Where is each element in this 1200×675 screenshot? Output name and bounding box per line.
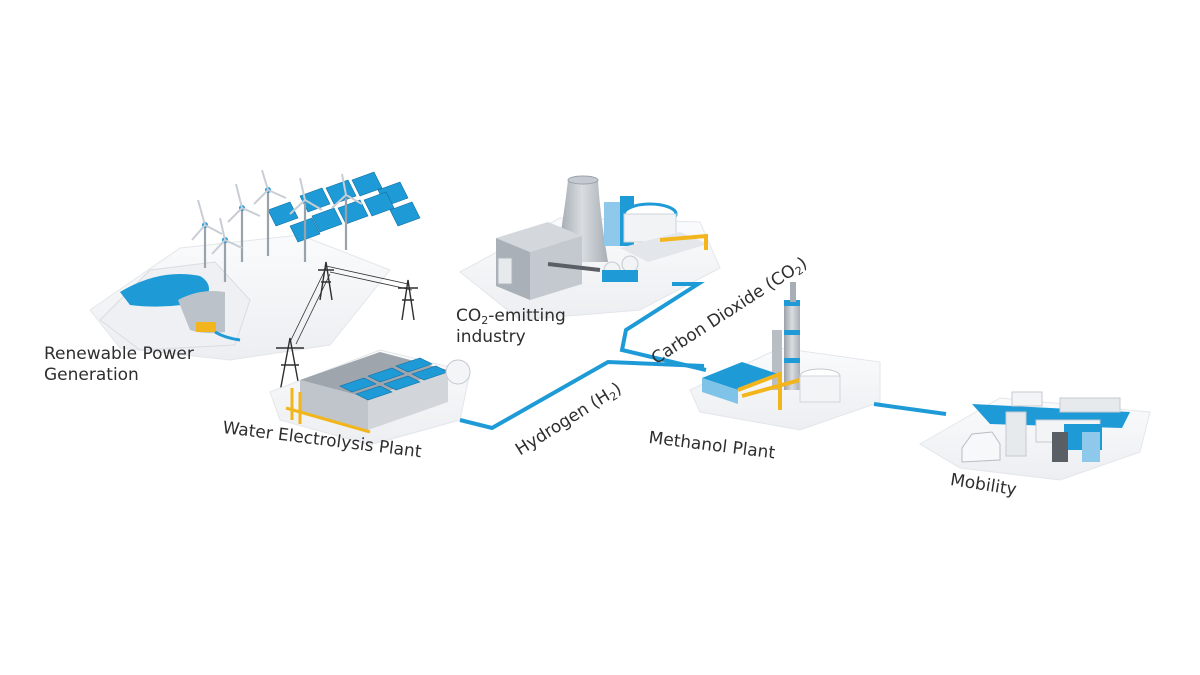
co2-industry-label: CO2-emitting industry xyxy=(456,306,566,347)
methanol-platform xyxy=(689,282,881,431)
methanol-plant-icon xyxy=(702,282,841,410)
factory-icon xyxy=(496,196,708,300)
dam-icon xyxy=(99,261,251,351)
co2-industry-line2: industry xyxy=(456,327,526,347)
hydrogen-pipe xyxy=(459,359,705,431)
truck-icon xyxy=(1035,419,1102,462)
renewable-power-line2: Generation xyxy=(44,365,139,385)
co2-industry-platform xyxy=(459,175,721,321)
renewable-power-line1: Renewable Power xyxy=(44,344,194,364)
power-pylon-icon xyxy=(276,261,418,393)
car-icon xyxy=(961,411,1027,463)
methanol-to-mobility-pipe xyxy=(873,402,947,416)
wind-turbine-icon xyxy=(203,190,348,282)
renewable-power-label: Renewable Power Generation xyxy=(44,344,194,386)
mobility-platform xyxy=(919,391,1151,481)
electrolysis-platform xyxy=(269,349,471,446)
electrolysis-plant-icon xyxy=(285,352,471,434)
renewable-power-platform xyxy=(89,169,421,393)
co2-pipe xyxy=(619,282,707,372)
